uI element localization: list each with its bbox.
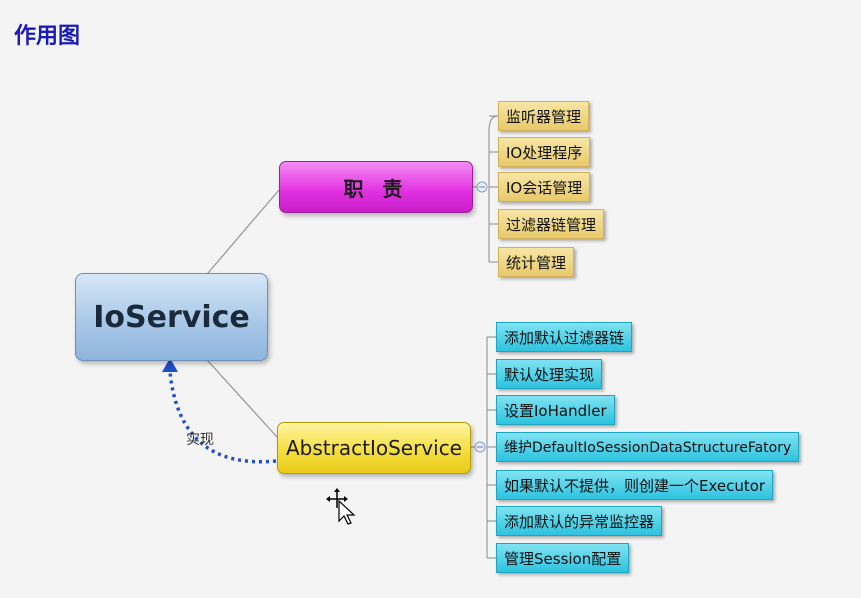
abstract-leaf[interactable]: 如果默认不提供，则创建一个Executor [496, 470, 774, 500]
duty-leaf[interactable]: 统计管理 [498, 247, 575, 277]
move-cursor-icon [326, 488, 356, 525]
duty-leaf[interactable]: 过滤器链管理 [498, 209, 605, 239]
abstract-leaf[interactable]: 添加默认过滤器链 [496, 322, 633, 352]
implements-arrow [168, 371, 277, 464]
abstract-leaf[interactable]: 默认处理实现 [496, 359, 603, 389]
duty-leaf[interactable]: 监听器管理 [498, 101, 590, 131]
abstract-leaf[interactable]: 设置IoHandler [496, 395, 615, 425]
duty-leaf[interactable]: IO会话管理 [498, 172, 591, 202]
duty-leaf[interactable]: IO处理程序 [498, 137, 591, 167]
ioservice-node[interactable]: IoService [75, 273, 268, 361]
abstract-ioservice-node[interactable]: AbstractIoService [277, 422, 471, 474]
duty-node[interactable]: 职 责 [279, 161, 473, 213]
implements-label: 实现 [186, 432, 214, 448]
abstract-leaf[interactable]: 维护DefaultIoSessionDataStructureFatory [496, 432, 800, 462]
page-title: 作用图 [14, 24, 81, 49]
abstract-leaf[interactable]: 管理Session配置 [496, 543, 630, 573]
implements-arrowhead [162, 358, 178, 372]
abstract-leaf[interactable]: 添加默认的异常监控器 [496, 506, 663, 536]
